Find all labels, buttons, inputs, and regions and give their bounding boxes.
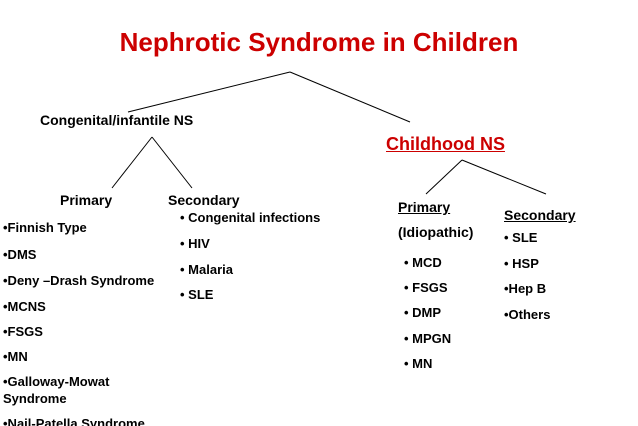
page-title: Nephrotic Syndrome in Children	[119, 27, 519, 57]
left-secondary-heading: Secondary	[168, 192, 240, 208]
left-primary-heading: Primary	[60, 192, 113, 208]
list-item: • DMP	[404, 305, 442, 320]
list-item: •Hep B	[504, 281, 547, 296]
connector-right-secondary	[461, 159, 547, 195]
list-item: • Congenital infections	[180, 210, 321, 225]
list-item: •Galloway-Mowat	[3, 374, 110, 389]
list-item: • MCD	[404, 255, 442, 270]
list-item: •Nail-Patella Syndrome	[3, 416, 145, 426]
connector-right-primary	[425, 159, 463, 195]
right-primary-subheading: (Idiopathic)	[398, 224, 474, 240]
list-item: •Others	[504, 307, 551, 322]
connector-left-secondary	[151, 136, 193, 189]
list-item: • HIV	[180, 236, 210, 251]
list-item: •MCNS	[3, 299, 46, 314]
list-item: Syndrome	[3, 391, 67, 406]
childhood-ns-node: Childhood NS	[386, 134, 505, 154]
list-item: • SLE	[504, 230, 538, 245]
list-item: • MPGN	[404, 331, 452, 346]
right-primary-heading: Primary	[398, 199, 451, 215]
list-item: • FSGS	[404, 280, 448, 295]
list-item: •Deny –Drash Syndrome	[3, 273, 155, 288]
connector-title-left	[127, 71, 291, 113]
right-secondary-heading: Secondary	[504, 207, 576, 223]
list-item: •MN	[3, 349, 28, 364]
list-item: •Finnish Type	[3, 220, 87, 235]
congenital-infantile-node: Congenital/infantile NS	[40, 112, 194, 128]
connector-title-right	[289, 71, 411, 123]
connector-left-primary	[111, 136, 153, 189]
list-item: • SLE	[180, 287, 214, 302]
list-item: • HSP	[504, 256, 539, 271]
list-item: •FSGS	[3, 324, 43, 339]
list-item: • MN	[404, 356, 433, 371]
list-item: •DMS	[3, 247, 37, 262]
list-item: • Malaria	[180, 262, 233, 277]
